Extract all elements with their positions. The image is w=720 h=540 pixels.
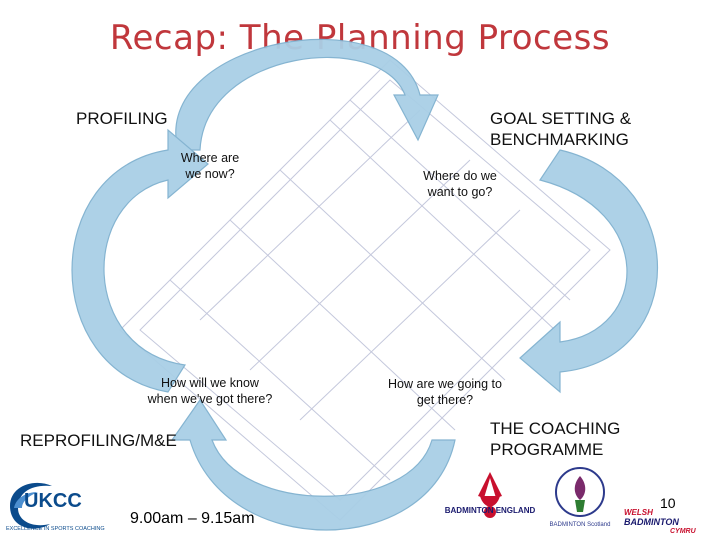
badminton-scotland-wordmark: BADMINTON Scotland: [549, 522, 611, 528]
ukcc-swoosh-icon: [10, 482, 52, 529]
scotland-thistle-icon: [555, 467, 605, 517]
label-coaching-programme: THE COACHING PROGRAMME: [490, 419, 621, 459]
arrow-right: [519, 149, 659, 394]
ukcc-logo: UKCC EXCELLENCE IN SPORTS COACHING: [4, 478, 114, 538]
badminton-wales-logo: WELSH BADMINTON CYMRU: [620, 508, 716, 538]
badminton-england-logo: BADMINTON ENGLAND: [440, 466, 540, 538]
label-reprofiling: REPROFILING/M&E: [20, 431, 177, 450]
question-how-know: How will we know when we've got there?: [147, 376, 273, 406]
wales-cymru-text: CYMRU: [670, 528, 696, 535]
session-time: 9.00am – 9.15am: [130, 510, 255, 527]
arrow-left: [71, 128, 209, 393]
label-profiling: PROFILING: [76, 109, 168, 128]
wales-badminton-text: BADMINTON: [624, 517, 679, 527]
ukcc-wordmark: UKCC: [24, 490, 82, 512]
question-where-now: Where are we now?: [180, 151, 240, 181]
page-number: 10: [660, 495, 676, 511]
shuttlecock-hand-icon: [478, 472, 502, 518]
ukcc-tagline: EXCELLENCE IN SPORTS COACHING: [6, 526, 105, 532]
wales-welsh-text: WELSH: [624, 508, 653, 517]
question-where-want: Where do we want to go?: [423, 169, 497, 199]
badminton-england-wordmark: BADMINTON ENGLAND: [444, 506, 536, 515]
badminton-scotland-logo: BADMINTON Scotland: [545, 462, 615, 538]
arrow-bottom: [170, 398, 456, 531]
label-goal-setting: GOAL SETTING & BENCHMARKING: [490, 109, 632, 149]
question-how-get: How are we going to get there?: [388, 377, 502, 407]
arrow-top: [175, 38, 439, 151]
